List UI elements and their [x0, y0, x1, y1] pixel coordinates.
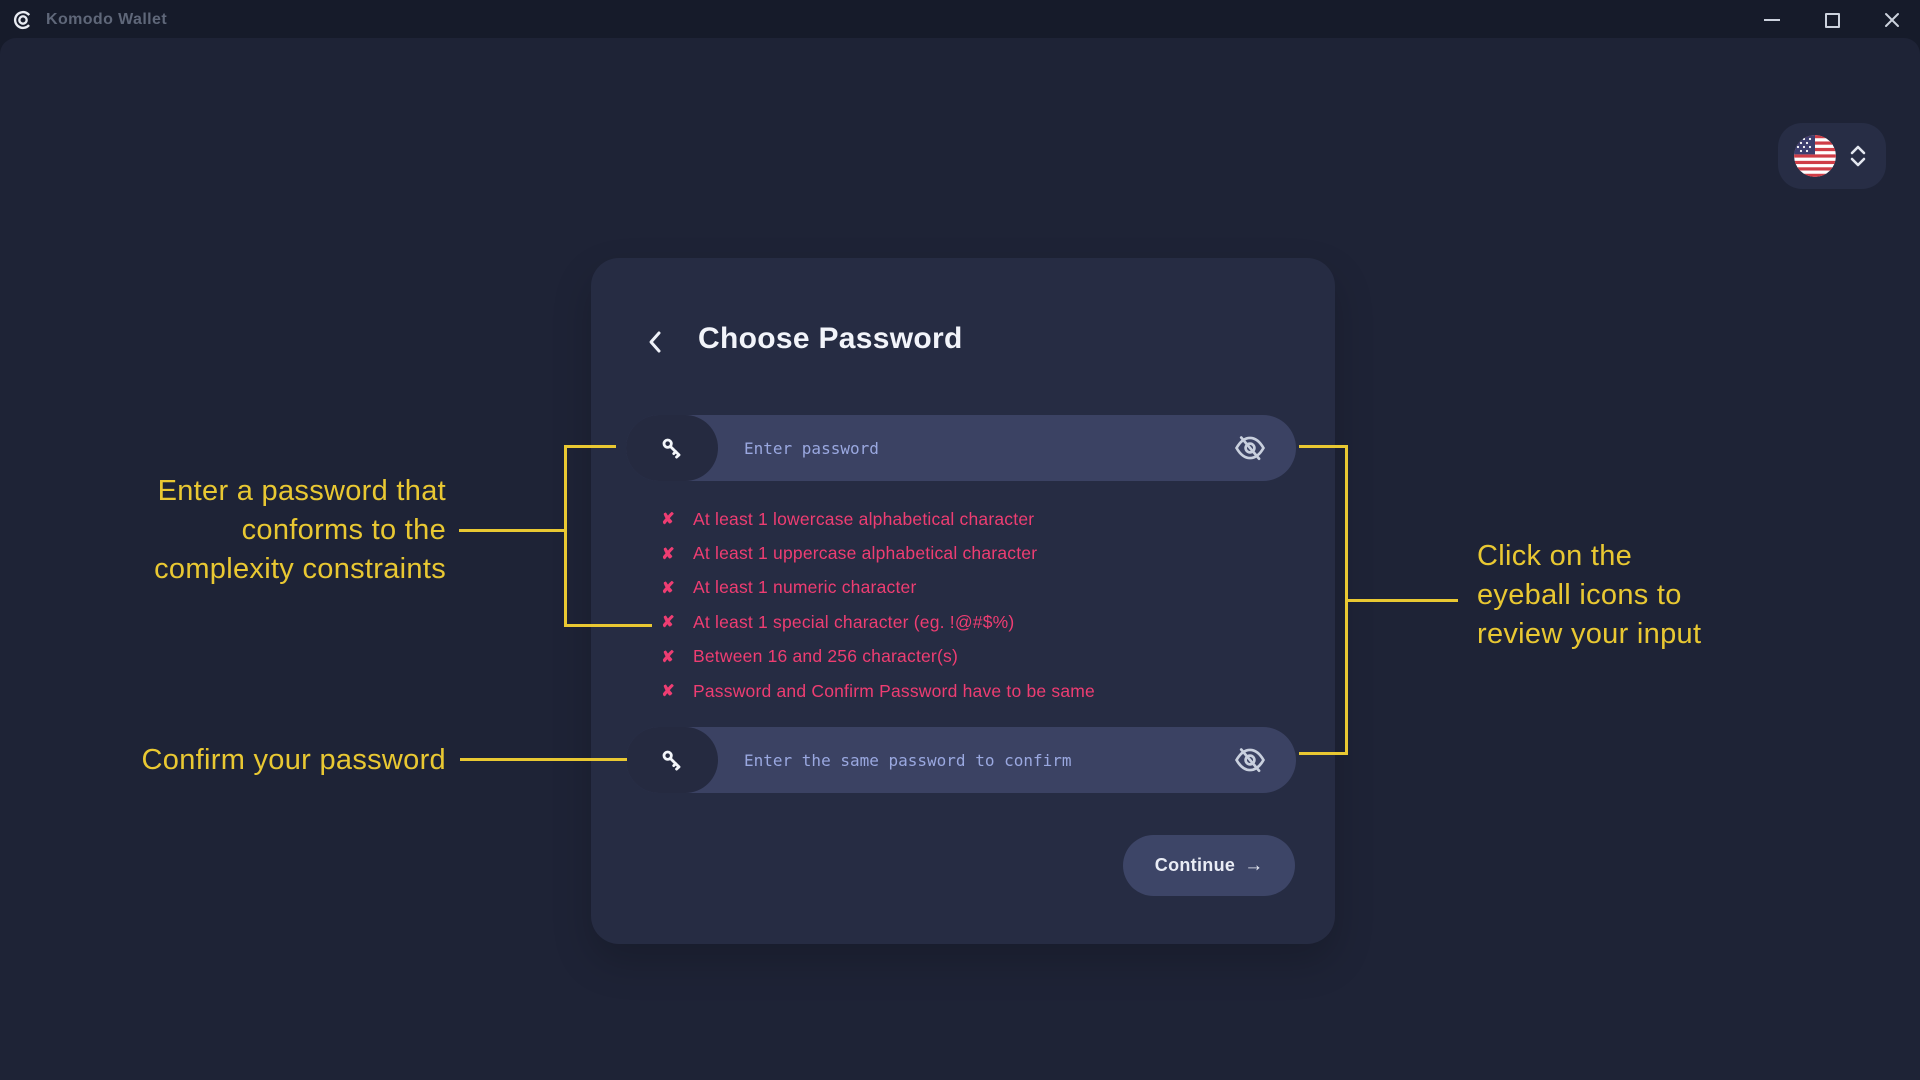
- cross-icon: ✘: [661, 545, 675, 563]
- annotation-confirm-note: Confirm your password: [141, 744, 446, 776]
- requirement-row: ✘ Between 16 and 256 character(s): [655, 640, 1275, 674]
- window-title: Komodo Wallet: [46, 11, 168, 28]
- requirement-text: Password and Confirm Password have to be…: [693, 680, 1095, 701]
- requirement-row: ✘ At least 1 special character (eg. !@#$…: [655, 605, 1275, 639]
- minimize-icon: [1764, 19, 1780, 21]
- titlebar: Komodo Wallet: [0, 0, 1920, 40]
- cross-icon: ✘: [661, 614, 675, 632]
- cross-icon: ✘: [661, 579, 675, 597]
- maximize-button[interactable]: [1814, 2, 1850, 38]
- annotation-line: [1299, 752, 1348, 755]
- requirement-text: Between 16 and 256 character(s): [693, 646, 958, 667]
- requirement-row: ✘ At least 1 uppercase alphabetical char…: [655, 536, 1275, 570]
- minimize-button[interactable]: [1754, 2, 1790, 38]
- maximize-icon: [1824, 12, 1840, 28]
- choose-password-card: Choose Password: [591, 258, 1335, 944]
- annotation-line: [564, 445, 616, 448]
- key-icon: [626, 727, 718, 793]
- annotation-password-note: Enter a password that conforms to the co…: [154, 475, 446, 585]
- language-selector[interactable]: [1778, 123, 1886, 189]
- cross-icon: ✘: [661, 511, 675, 529]
- annotation-line: [460, 758, 627, 761]
- cross-icon: ✘: [661, 648, 675, 666]
- password-requirements-list: ✘ At least 1 lowercase alphabetical char…: [655, 502, 1275, 708]
- continue-button[interactable]: Continue →: [1123, 835, 1295, 896]
- annotation-line: [564, 624, 652, 627]
- page-title: Choose Password: [698, 322, 963, 355]
- annotation-line: [459, 529, 566, 532]
- annotation-line: [1348, 599, 1458, 602]
- eye-slash-icon: [1234, 748, 1266, 773]
- requirement-row: ✘ Password and Confirm Password have to …: [655, 674, 1275, 708]
- requirement-row: ✘ At least 1 lowercase alphabetical char…: [655, 502, 1275, 536]
- requirement-text: At least 1 numeric character: [693, 577, 917, 598]
- continue-label: Continue: [1154, 855, 1236, 875]
- key-icon: [626, 415, 718, 481]
- toggle-password-visibility-button[interactable]: [1230, 428, 1270, 468]
- requirement-text: At least 1 special character (eg. !@#$%): [693, 611, 1015, 632]
- password-field-container: [626, 415, 1296, 481]
- requirement-text: At least 1 lowercase alphabetical charac…: [693, 508, 1035, 529]
- requirement-text: At least 1 uppercase alphabetical charac…: [693, 543, 1038, 564]
- annotation-line: [564, 445, 567, 627]
- annotation-eyeball-note: Click on the eyeball icons to review you…: [1477, 540, 1702, 650]
- toggle-confirm-visibility-button[interactable]: [1230, 740, 1270, 780]
- komodo-logo-icon: [12, 9, 34, 31]
- us-flag-icon: [1794, 135, 1836, 177]
- cross-icon: ✘: [661, 683, 675, 701]
- password-input[interactable]: [718, 415, 1230, 481]
- confirm-password-input[interactable]: [718, 727, 1230, 793]
- annotation-line: [1345, 445, 1348, 755]
- arrow-right-icon: →: [1244, 855, 1264, 876]
- annotation-line: [1299, 445, 1345, 448]
- requirement-row: ✘ At least 1 numeric character: [655, 571, 1275, 605]
- chevron-sort-icon: [1850, 145, 1866, 167]
- back-button[interactable]: [639, 326, 671, 358]
- confirm-password-field-container: [626, 727, 1296, 793]
- content-area: Choose Password: [0, 38, 1920, 1080]
- chevron-left-icon: [649, 331, 661, 353]
- eye-slash-icon: [1234, 436, 1266, 461]
- close-button[interactable]: [1874, 2, 1910, 38]
- close-icon: [1885, 13, 1899, 27]
